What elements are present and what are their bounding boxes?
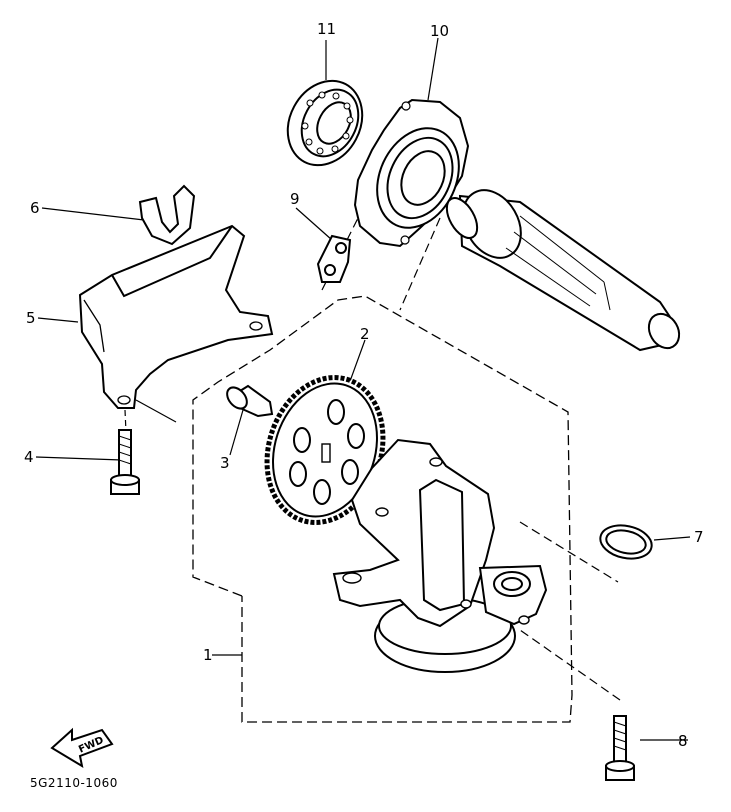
callout-4: 4 <box>24 448 34 466</box>
callout-1: 1 <box>203 646 213 664</box>
callout-10: 10 <box>430 22 450 40</box>
small-bolt-part <box>226 384 274 418</box>
bolt-part-4 <box>110 429 140 495</box>
bolt-part-8 <box>605 715 635 781</box>
splined-shaft-part <box>445 189 681 352</box>
bearing-part <box>286 79 364 167</box>
callout-8: 8 <box>678 732 688 750</box>
o-ring-part <box>599 524 653 560</box>
callout-7: 7 <box>694 528 704 546</box>
forward-arrow-icon: FWD <box>50 727 114 769</box>
callout-2: 2 <box>360 325 370 343</box>
bracket-cover-part <box>78 224 274 409</box>
callout-9: 9 <box>290 190 300 208</box>
oil-pump-body-part <box>332 438 548 673</box>
part-code: 5G2110-1060 <box>30 776 118 790</box>
callout-3: 3 <box>220 454 230 472</box>
clip-part <box>138 184 196 246</box>
callout-11: 11 <box>317 20 337 38</box>
callout-6: 6 <box>30 199 40 217</box>
chain-link-part <box>316 234 352 283</box>
assembly-outline-dashed <box>192 295 573 723</box>
callout-5: 5 <box>26 309 36 327</box>
drive-gear-part <box>353 98 470 248</box>
